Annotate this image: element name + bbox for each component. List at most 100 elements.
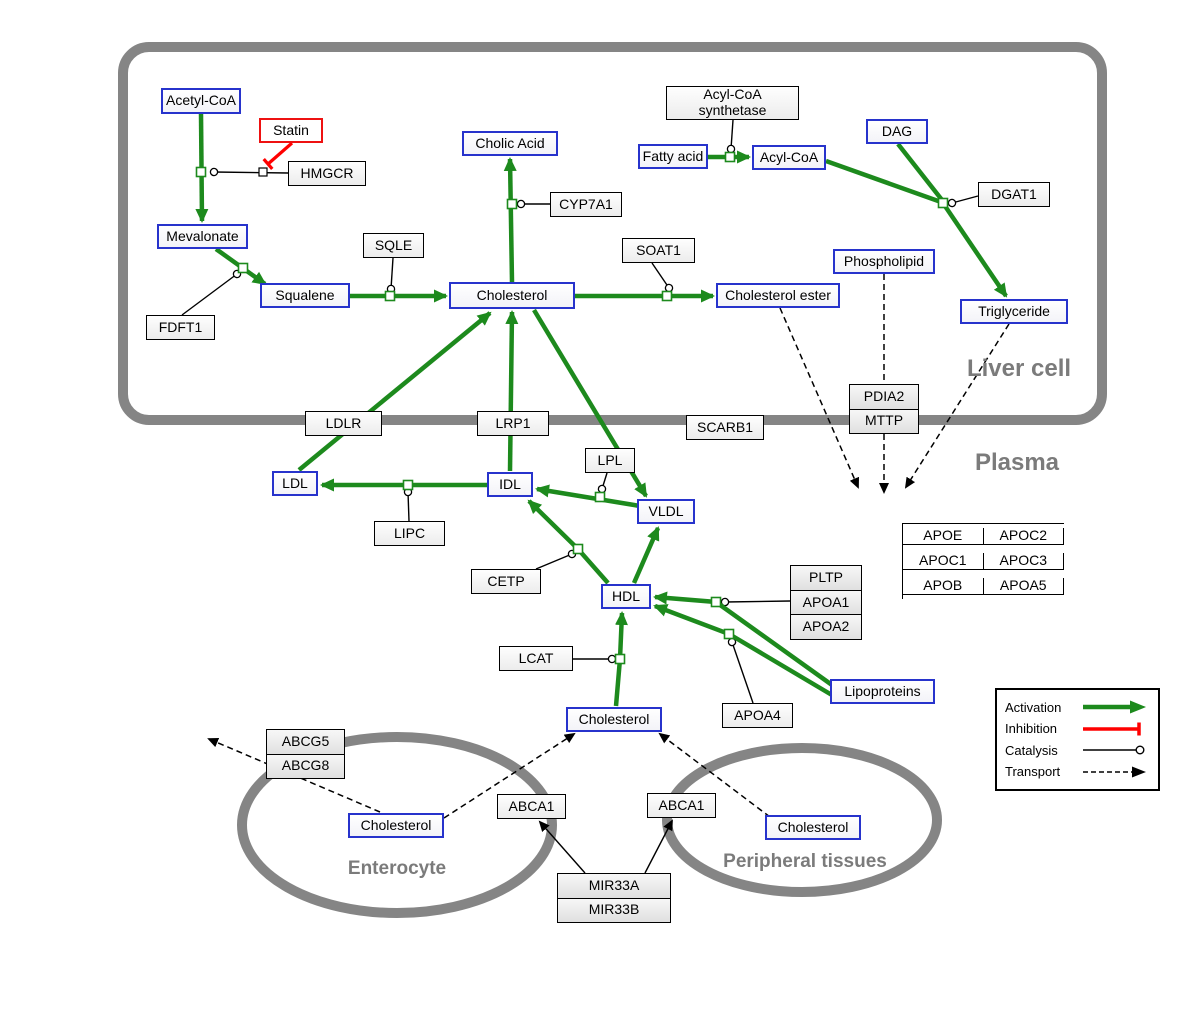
node-soat1[interactable]: SOAT1	[622, 238, 695, 263]
node-mevalonate[interactable]: Mevalonate	[157, 224, 248, 249]
peripheral-tissues-label: Peripheral tissues	[723, 851, 887, 872]
node-mttp[interactable]: MTTP	[850, 408, 918, 433]
legend-item-catalysis: Catalysis	[1005, 742, 1150, 758]
edge-cholesterol-efflux-abca1-right	[658, 732, 771, 818]
node-apoa5[interactable]: APOA5	[983, 577, 1064, 595]
node-cholesterol-liver[interactable]: Cholesterol	[449, 282, 575, 309]
node-abcg5[interactable]: ABCG5	[267, 730, 344, 754]
edge-sqle-catalysis	[386, 257, 396, 294]
catalysis-glyph-icon	[1083, 745, 1145, 755]
edge-hmgcr-catalysis	[209, 167, 289, 177]
edge-acylcoa-synthetase-catalysis	[726, 119, 736, 154]
node-apob[interactable]: APOB	[903, 577, 984, 595]
node-phospholipid[interactable]: Phospholipid	[833, 249, 935, 274]
node-apoa2[interactable]: APOA2	[791, 614, 861, 640]
node-ldlr[interactable]: LDLR	[305, 411, 382, 436]
node-abcg8[interactable]: ABCG8	[267, 753, 344, 778]
node-fatty-acid[interactable]: Fatty acid	[638, 144, 708, 169]
node-cetp[interactable]: CETP	[471, 569, 541, 594]
node-cholesterol-plasma[interactable]: Cholesterol	[566, 707, 662, 732]
node-apoe[interactable]: APOE	[903, 527, 984, 545]
node-ldl[interactable]: LDL	[272, 471, 318, 496]
reaction-connector	[724, 151, 736, 163]
edge-lpl-catalysis	[597, 472, 608, 494]
reaction-connector	[723, 628, 735, 640]
node-abca1-right[interactable]: ABCA1	[647, 793, 716, 818]
reaction-connector	[572, 543, 584, 555]
reaction-connector	[195, 166, 207, 178]
edge-soat1-catalysis	[651, 262, 674, 293]
plasma-label: Plasma	[974, 449, 1060, 476]
reaction-connector	[402, 479, 414, 491]
node-apoc1[interactable]: APOC1	[903, 552, 984, 570]
node-cholesterol-ester[interactable]: Cholesterol ester	[716, 283, 840, 308]
node-pdia2[interactable]: PDIA2	[850, 385, 918, 409]
node-apoc3[interactable]: APOC3	[983, 552, 1064, 570]
edge-statin-inhibition	[262, 141, 294, 170]
legend-label-transport: Transport	[1005, 764, 1061, 780]
node-acetyl-coa[interactable]: Acetyl-CoA	[161, 88, 241, 114]
node-hmgcr[interactable]: HMGCR	[288, 161, 366, 186]
node-vldl[interactable]: VLDL	[637, 499, 695, 524]
liver-cell-membrane	[118, 42, 1107, 425]
node-cholic-acid[interactable]: Cholic Acid	[462, 131, 558, 156]
reaction-connector	[506, 198, 518, 210]
node-lipoproteins[interactable]: Lipoproteins	[830, 679, 935, 704]
node-abca1-left[interactable]: ABCA1	[497, 794, 566, 819]
legend-item-transport: Transport	[1005, 764, 1150, 780]
enterocyte-membrane	[237, 732, 557, 918]
edge-cholesterylester-secretion	[779, 307, 859, 489]
node-squalene[interactable]: Squalene	[260, 283, 350, 308]
node-pltp[interactable]: PLTP	[791, 566, 861, 590]
reaction-connector	[614, 653, 626, 665]
edge-cholesterol-to-cholicacid	[503, 157, 517, 283]
node-acyl-coa[interactable]: Acyl-CoA	[752, 145, 826, 170]
liver-cell-label: Liver cell	[966, 355, 1072, 382]
edge-fdft1-catalysis	[181, 269, 242, 316]
node-dgat1[interactable]: DGAT1	[978, 182, 1050, 207]
node-mir33b[interactable]: MIR33B	[558, 897, 670, 922]
node-apoa1[interactable]: APOA1	[791, 589, 861, 615]
node-lpl[interactable]: LPL	[585, 448, 635, 473]
node-idl[interactable]: IDL	[487, 472, 533, 497]
binding-anchor	[258, 167, 268, 177]
node-cholesterol-enterocyte[interactable]: Cholesterol	[348, 813, 444, 838]
transport-glyph-icon	[1083, 766, 1146, 778]
node-statin[interactable]: Statin	[259, 118, 323, 143]
node-cholesterol-peripheral[interactable]: Cholesterol	[765, 815, 861, 840]
node-sqle[interactable]: SQLE	[363, 233, 424, 258]
node-apoa4[interactable]: APOA4	[722, 703, 793, 728]
edge-apoa4-catalysis	[727, 637, 754, 704]
node-hdl[interactable]: HDL	[601, 584, 651, 609]
legend-item-inhibition: Inhibition	[1005, 721, 1150, 737]
reaction-connector	[661, 290, 673, 302]
legend-label-catalysis: Catalysis	[1005, 742, 1058, 758]
node-lrp1[interactable]: LRP1	[477, 411, 549, 436]
reaction-connector	[237, 262, 249, 274]
node-fdft1[interactable]: FDFT1	[146, 315, 215, 340]
node-dag[interactable]: DAG	[866, 119, 928, 144]
node-apoc2[interactable]: APOC2	[983, 527, 1064, 545]
node-lipc[interactable]: LIPC	[374, 521, 445, 546]
node-scarb1[interactable]: SCARB1	[686, 415, 764, 440]
edge-dag-to-dgat1-junction	[896, 142, 944, 202]
edge-pltp-catalysis	[720, 597, 791, 607]
legend-label-activation: Activation	[1005, 699, 1062, 715]
reaction-connector	[710, 596, 722, 608]
node-triglyceride[interactable]: Triglyceride	[960, 299, 1068, 324]
edge-lipc-catalysis	[403, 487, 413, 522]
inhibition-glyph-icon	[1083, 722, 1141, 736]
node-cyp7a1[interactable]: CYP7A1	[550, 192, 622, 217]
edge-triglyceride-secretion	[904, 323, 1010, 489]
activation-glyph-icon	[1083, 700, 1146, 714]
node-lcat[interactable]: LCAT	[499, 646, 573, 671]
node-mir33a[interactable]: MIR33A	[558, 874, 670, 898]
